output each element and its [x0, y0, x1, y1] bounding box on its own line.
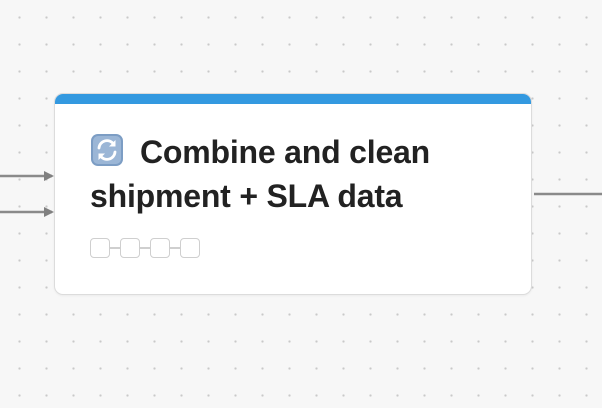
- node-accent-bar: [55, 94, 531, 104]
- tag-link: [110, 247, 120, 249]
- tag-slot: [180, 238, 200, 258]
- refresh-icon: [90, 133, 124, 167]
- node-tag-placeholder: [90, 238, 200, 258]
- tag-link: [140, 247, 150, 249]
- node-title: Combine and clean shipment + SLA data: [90, 130, 500, 218]
- tag-slot: [150, 238, 170, 258]
- tag-slot: [90, 238, 110, 258]
- workflow-node[interactable]: Combine and clean shipment + SLA data: [54, 93, 532, 295]
- tag-slot: [120, 238, 140, 258]
- node-title-text: Combine and clean shipment + SLA data: [90, 134, 430, 214]
- tag-link: [170, 247, 180, 249]
